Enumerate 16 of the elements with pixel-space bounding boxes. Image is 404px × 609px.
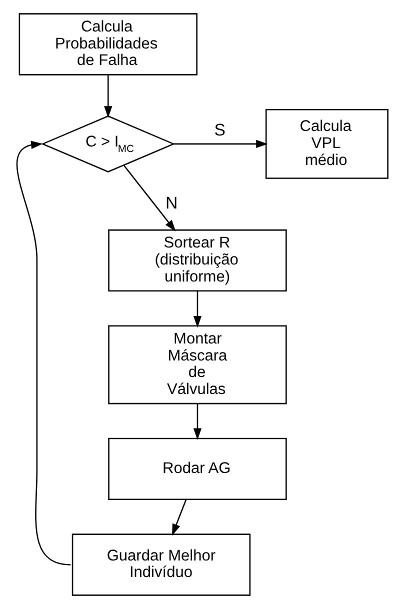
- arrow: [104, 74, 112, 118]
- arrow: [174, 140, 268, 148]
- node-box: Rodar AG: [108, 438, 287, 500]
- node-box: Calcula Probabilidades de Falha: [18, 13, 198, 76]
- node-box: Calcula VPL médio: [265, 108, 388, 179]
- node-diamond: C > I$_{MC}$: [41, 115, 176, 172]
- edge-label: N: [166, 194, 178, 213]
- arrow: [124, 165, 176, 232]
- arrow: [16, 140, 71, 566]
- arrow: [193, 291, 202, 328]
- node-box: Guardar Melhor Indivíduo: [72, 534, 251, 596]
- node-box: Montar Máscara de Válvulas: [108, 325, 287, 404]
- arrow: [193, 404, 202, 440]
- node-box: Sortear R (distribuição uniforme): [108, 229, 287, 292]
- edge-label: S: [214, 120, 226, 140]
- arrow: [172, 500, 187, 536]
